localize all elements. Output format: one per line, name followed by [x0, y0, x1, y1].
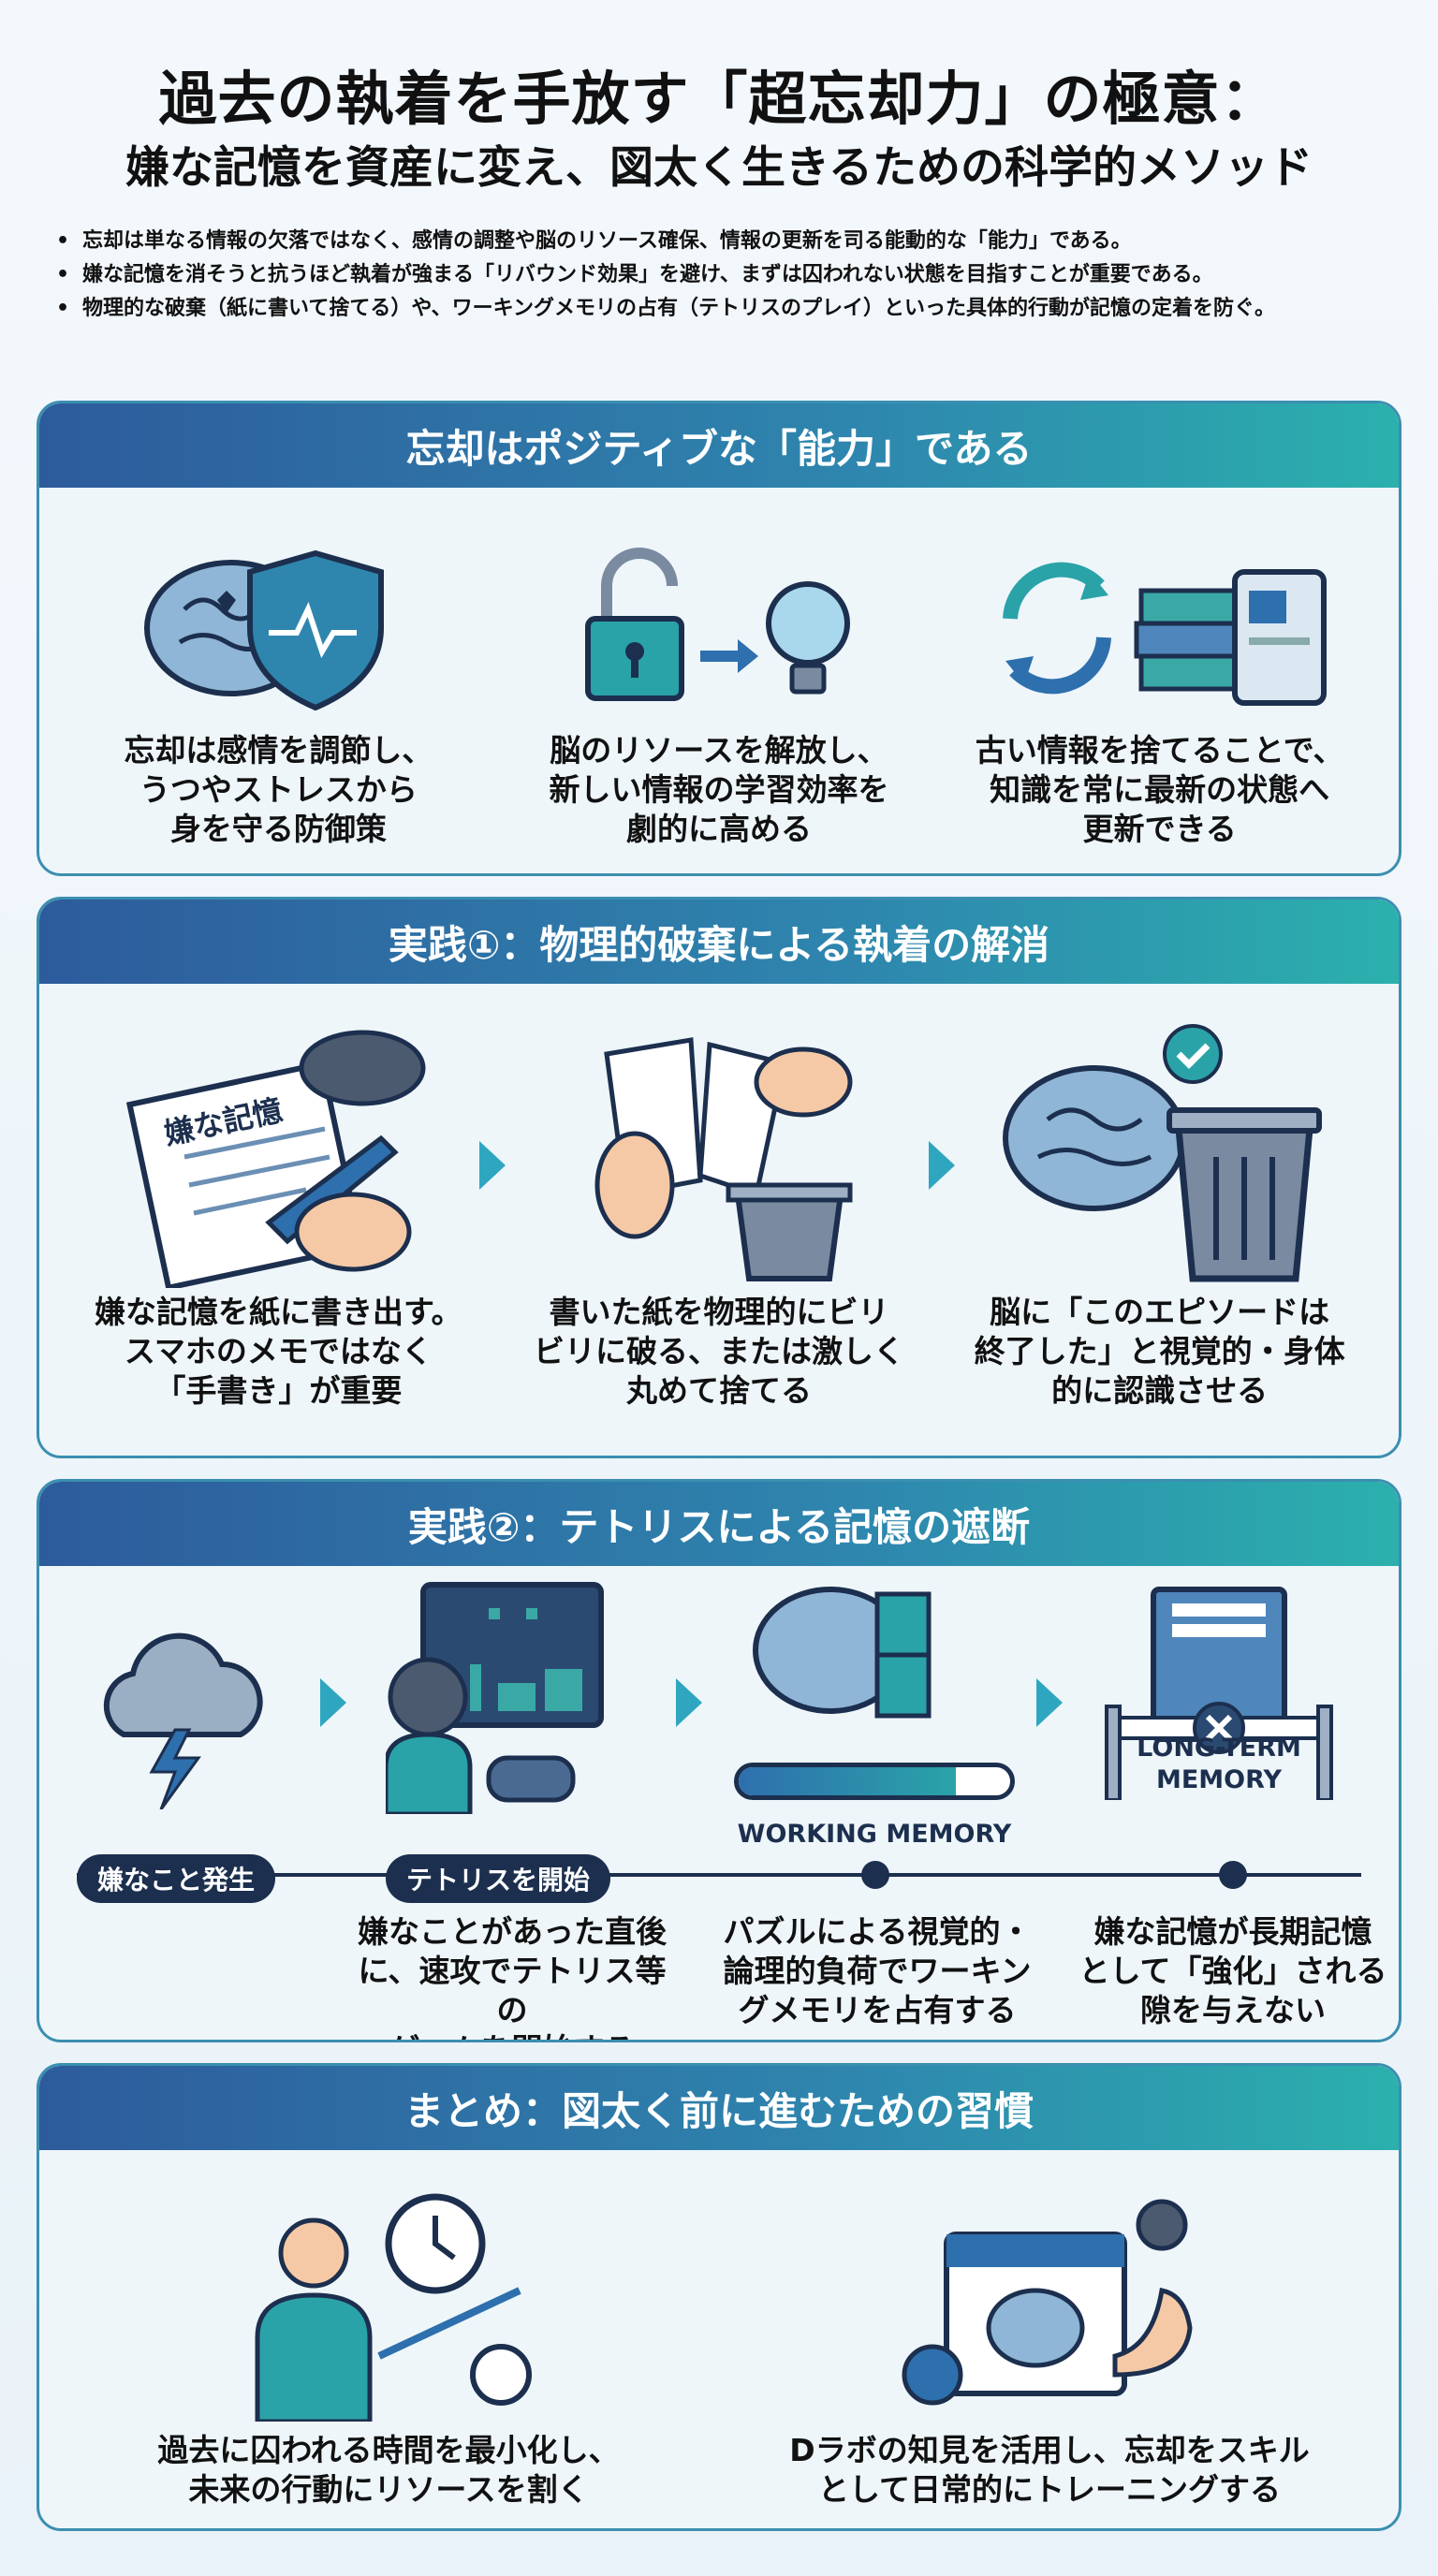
section-title: 実践②：テトリスによる記憶の遮断 [39, 1482, 1399, 1566]
refresh-books-icon [982, 525, 1338, 731]
bullet-item: 物理的な破棄（紙に書いて捨てる）や、ワーキングメモリの占有（テトリスのプレイ）と… [56, 292, 1404, 326]
caption: 古い情報を捨てることで、 知識を常に最新の状態へ 更新できる [975, 732, 1344, 847]
timeline-step-tetris: テトリスを開始 [386, 1854, 611, 1903]
brain-trash-icon [991, 1012, 1328, 1293]
long-term-memory-label: LONG-TERM MEMORY [1137, 1734, 1301, 1794]
timeline-dot [1219, 1861, 1247, 1889]
caption: 脳のリソースを解放し、 新しい情報の学習効率を 劇的に高める [549, 732, 889, 847]
caption: 嫌な記憶が長期記憶 として「強化」される 隙を与えない [1078, 1913, 1387, 2028]
tetris-player-icon [383, 1580, 610, 1818]
timeline-dot [861, 1861, 889, 1889]
arrow-icon [320, 1678, 346, 1727]
tearing-paper-icon [550, 1012, 888, 1293]
caption: 忘却は感情を調節し、 うつやストレスから 身を守る防御策 [124, 732, 433, 847]
caption: 過去に囚われる時間を最小化し、 未来の行動にリソースを割く [157, 2432, 620, 2508]
section-tetris: 実践②：テトリスによる記憶の遮断 WORKING MEMORY LONG-TER… [37, 1479, 1401, 2042]
caption: パズルによる視覚的・ 論理的負荷でワーキン グメモリを占有する [723, 1913, 1032, 2028]
section-summary: まとめ：図太く前に進むための習慣 過去に囚われる時間を最小化し、 未来の行動にリ… [37, 2063, 1401, 2531]
bullet-item: 嫌な記憶を消そうと抗うほど執着が強まる「リバウンド効果」を避け、まずは囚われない… [56, 258, 1404, 292]
timeline [77, 1873, 1361, 1877]
storm-cloud-icon [86, 1632, 283, 1813]
brain-puzzle-icon [737, 1575, 961, 1757]
brain-shield-icon [128, 525, 428, 731]
bullet-item: 忘却は単なる情報の欠落ではなく、感情の調整や脳のリソース確保、情報の更新を司る能… [56, 225, 1404, 258]
person-clock-icon [220, 2178, 557, 2431]
arrow-icon [479, 1141, 506, 1190]
timeline-step-event: 嫌なこと発生 [77, 1854, 276, 1903]
caption: Dラボの知見を活用し、忘却をスキル として日常的にトレーニングする [789, 2432, 1310, 2508]
caption: 嫌な記憶を紙に書き出す。 スマホのメモではなく 「手書き」が重要 [94, 1294, 462, 1409]
section-title: 忘却はポジティブな「能力」である [39, 403, 1399, 488]
caption: 嫌なことがあった直後 に、速攻でテトリス等の ゲームを開始する [358, 1913, 667, 2040]
handwriting-icon: 嫌な記憶 [110, 1012, 447, 1293]
caption: 脳に「このエピソードは 終了した」と視覚的・身体 的に認識させる [974, 1294, 1345, 1409]
arrow-icon [676, 1678, 702, 1727]
arrow-icon [929, 1141, 955, 1190]
page-subtitle: 嫌な記憶を資産に変え、図太く生きるための科学的メソッド [125, 142, 1313, 194]
section-title: 実践①：物理的破棄による執着の解消 [39, 900, 1399, 984]
caption: 書いた紙を物理的にビリ ビリに破る、または激しく 丸めて捨てる [533, 1294, 904, 1409]
summary-bullets: 忘却は単なる情報の欠落ではなく、感情の調整や脳のリソース確保、情報の更新を司る能… [56, 225, 1404, 326]
blocked-archive-icon [1097, 1585, 1341, 1804]
arrow-icon [1036, 1678, 1063, 1727]
working-memory-label: WORKING MEMORY [737, 1820, 1012, 1849]
section-physical-disposal: 実践①：物理的破棄による執着の解消 嫌な記憶 嫌な記憶を紙に書き出す。 スマホの… [37, 897, 1401, 1458]
unlock-lightbulb-icon [569, 525, 869, 731]
page-title: 過去の執着を手放す「超忘却力」の極意： [158, 65, 1280, 133]
calendar-brain-muscle-icon [881, 2178, 1218, 2431]
working-memory-bar [734, 1763, 1015, 1800]
section-title: まとめ：図太く前に進むための習慣 [39, 2066, 1399, 2150]
section-forgetting-ability: 忘却はポジティブな「能力」である 忘却は感情を調節し、 うつやストレスから 身を… [37, 401, 1401, 876]
